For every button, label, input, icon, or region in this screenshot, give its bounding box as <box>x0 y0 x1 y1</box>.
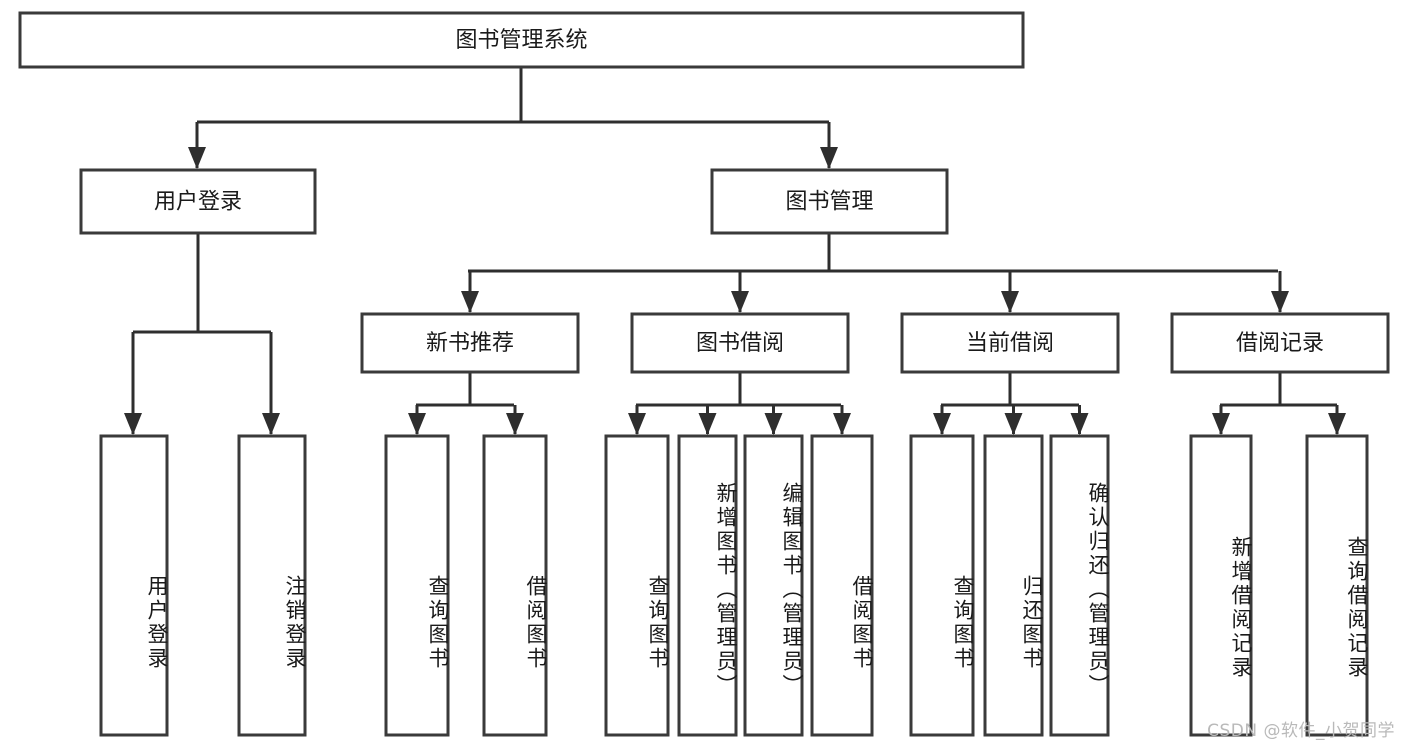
node-book-borrow-box[interactable] <box>630 312 850 374</box>
node-borrow-record-box[interactable] <box>1170 312 1390 374</box>
watermark: CSDN @软件_小贺同学 <box>1207 721 1395 741</box>
node-leaf-logout-box[interactable] <box>237 434 307 737</box>
root-book-management-system-box[interactable] <box>18 11 1025 69</box>
node-leaf-confirm-return-box[interactable] <box>1049 434 1110 737</box>
arrow-down-icon <box>461 291 479 313</box>
node-leaf-borrow-book-1-box[interactable] <box>482 434 548 737</box>
connector-layer <box>124 67 1346 435</box>
node-leaf-add-book-box[interactable] <box>677 434 738 737</box>
arrow-down-icon <box>408 413 426 435</box>
arrow-down-icon <box>1001 291 1019 313</box>
arrow-down-icon <box>698 413 717 435</box>
node-leaf-query-book-1-box[interactable] <box>384 434 450 737</box>
root-book-management-system-label: 图书管理系统 <box>455 28 587 53</box>
arrow-down-icon <box>124 413 142 435</box>
arrow-down-icon <box>820 147 838 169</box>
node-leaf-edit-book-box[interactable] <box>743 434 804 737</box>
node-book-borrow-label: 图书借阅 <box>696 331 784 356</box>
node-user-login-box[interactable] <box>79 168 317 235</box>
arrow-down-icon <box>262 413 280 435</box>
arrow-down-icon <box>731 291 749 313</box>
arrow-down-icon <box>506 413 524 435</box>
arrow-down-icon <box>1328 413 1346 435</box>
arrow-down-icon <box>833 413 851 435</box>
node-leaf-return-book-box[interactable] <box>983 434 1044 737</box>
arrow-down-icon <box>628 413 646 435</box>
node-box-layer <box>18 11 1390 737</box>
arrow-down-icon <box>764 413 783 435</box>
arrow-down-icon <box>188 147 206 169</box>
arrow-down-icon <box>1271 291 1289 313</box>
node-leaf-user-login-box[interactable] <box>99 434 169 737</box>
arrow-down-icon <box>1070 413 1089 435</box>
node-leaf-query-book-3-box[interactable] <box>909 434 975 737</box>
node-new-book-rec-box[interactable] <box>360 312 580 374</box>
arrow-down-icon <box>1004 413 1023 435</box>
node-book-manage-box[interactable] <box>710 168 949 235</box>
node-user-login-label: 用户登录 <box>154 190 242 215</box>
node-book-manage-label: 图书管理 <box>785 190 873 215</box>
node-current-borrow-box[interactable] <box>900 312 1120 374</box>
arrow-down-icon <box>1212 413 1230 435</box>
node-leaf-query-book-2-box[interactable] <box>604 434 670 737</box>
node-current-borrow-label: 当前借阅 <box>966 331 1054 356</box>
node-leaf-query-record-box[interactable] <box>1305 434 1369 737</box>
node-leaf-add-record-box[interactable] <box>1189 434 1253 737</box>
node-borrow-record-label: 借阅记录 <box>1236 331 1324 356</box>
arrow-down-icon <box>933 413 951 435</box>
node-leaf-borrow-book-2-box[interactable] <box>810 434 874 737</box>
node-new-book-rec-label: 新书推荐 <box>426 331 514 356</box>
